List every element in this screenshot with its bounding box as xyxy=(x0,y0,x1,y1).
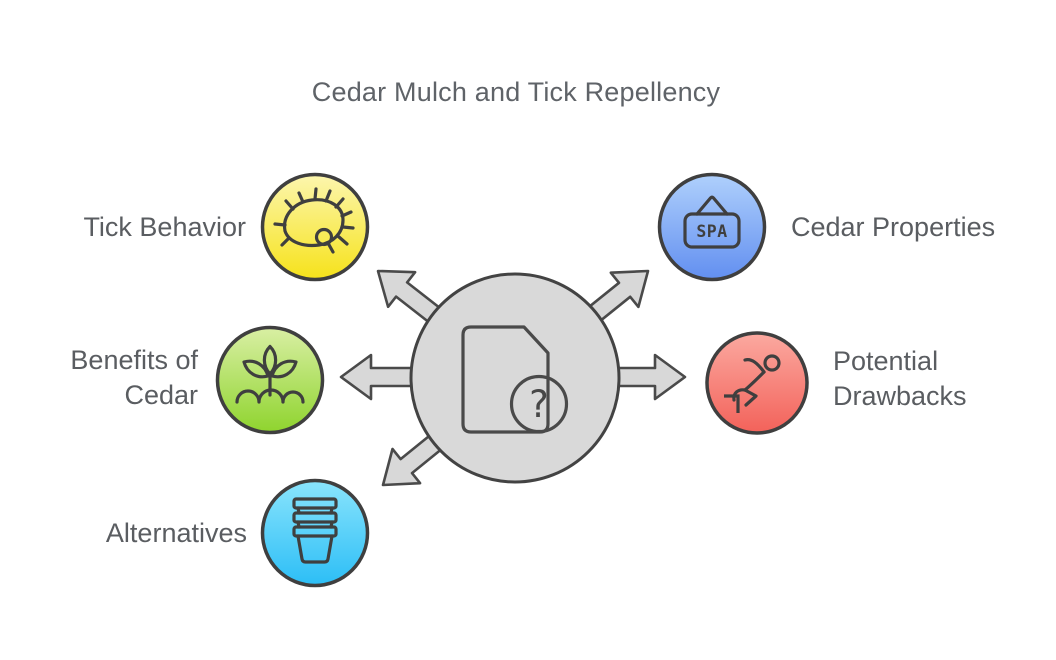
falling-person-icon xyxy=(724,354,781,413)
tick-icon xyxy=(273,187,355,254)
document-question-icon: ? xyxy=(461,325,569,434)
label-line: Cedar xyxy=(124,380,198,410)
label-benefits-of-cedar: Benefits of Cedar xyxy=(0,343,198,413)
node-circle xyxy=(705,331,809,435)
label-line: Potential xyxy=(833,346,939,376)
node-alternatives xyxy=(260,478,370,588)
node-tick-behavior xyxy=(260,172,370,282)
question-mark: ? xyxy=(529,383,549,426)
node-cedar-properties: SPA xyxy=(657,172,767,282)
spa-sign-icon: SPA xyxy=(683,195,741,249)
label-line: Drawbacks xyxy=(833,381,967,411)
node-circle xyxy=(260,478,370,588)
label-cedar-properties: Cedar Properties xyxy=(791,212,996,242)
node-potential-drawbacks xyxy=(705,331,809,435)
label-line: Benefits of xyxy=(70,345,198,375)
stacked-pots-icon xyxy=(292,497,338,564)
node-circle xyxy=(657,172,767,282)
plant-sprout-icon xyxy=(235,344,305,404)
question-circle xyxy=(509,374,569,434)
node-benefits-of-cedar xyxy=(215,325,325,435)
document-icon xyxy=(461,325,550,434)
label-potential-drawbacks: Potential Drawbacks xyxy=(833,344,1056,414)
label-tick-behavior: Tick Behavior xyxy=(83,212,246,242)
label-alternatives: Alternatives xyxy=(105,518,247,548)
spa-sign-text: SPA xyxy=(696,222,727,241)
diagram-title: Cedar Mulch and Tick Repellency xyxy=(311,77,721,107)
hub-circle xyxy=(409,272,621,484)
